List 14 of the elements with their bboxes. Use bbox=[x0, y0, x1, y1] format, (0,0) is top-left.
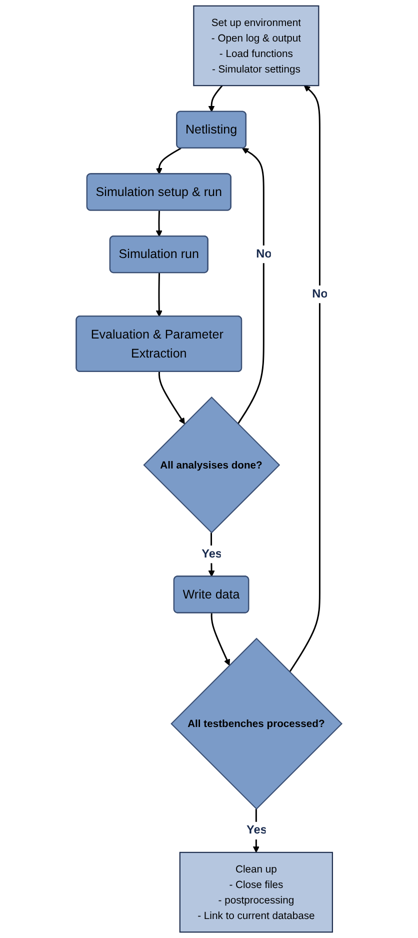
arrow bbox=[156, 272, 162, 317]
edge-label: No bbox=[312, 288, 328, 300]
arrow bbox=[156, 148, 182, 174]
arrow bbox=[237, 148, 264, 424]
node-diamond: All analysises done? bbox=[143, 396, 280, 534]
node-diamond: All testbenches processed? bbox=[170, 638, 343, 810]
arrow bbox=[208, 85, 223, 112]
node-box: Clean up - Close files - postprocessing - Link to current database bbox=[179, 852, 333, 933]
arrow bbox=[156, 210, 162, 237]
arrow bbox=[210, 613, 230, 666]
node-box: Set up environment - Open log & output - Load functions - Simulator settings bbox=[193, 5, 320, 86]
arrow bbox=[289, 85, 320, 672]
edge-label: No bbox=[256, 248, 272, 260]
arrow bbox=[158, 372, 185, 424]
